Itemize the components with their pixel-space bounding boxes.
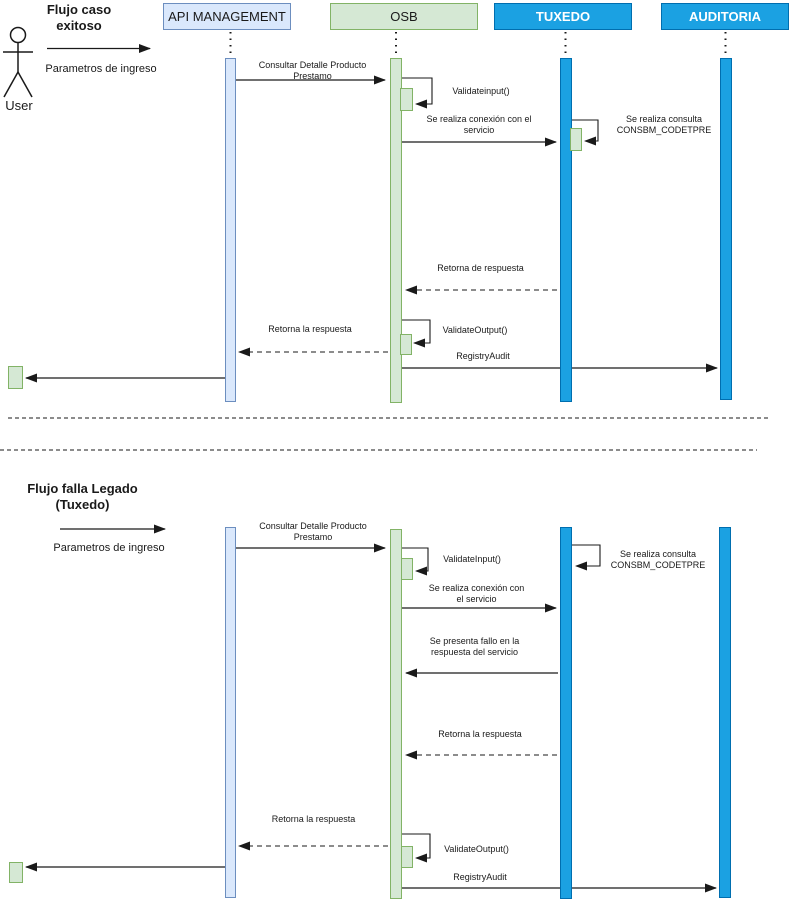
flow1-user-return-activation <box>8 366 23 389</box>
flow1-consultar-label: Consultar Detalle Producto Prestamo <box>258 60 367 82</box>
flow2-validateinput-label: ValidateInput() <box>443 554 501 564</box>
lifeline-dotted-stubs <box>229 32 727 57</box>
flow1-retorna-osb-label: Retorna de respuesta <box>437 263 524 273</box>
participant-osb: OSB <box>330 3 478 30</box>
flow1-registryaudit-label: RegistryAudit <box>456 351 510 361</box>
flow1-tuxedo-consulta-activation <box>570 128 582 151</box>
flow2-api-activation-bar <box>225 527 236 898</box>
flow1-validateoutput-label: ValidateOutput() <box>442 325 508 335</box>
user-actor-label: User <box>5 98 33 113</box>
flow2-validateoutput-label: ValidateOutput() <box>444 844 509 854</box>
flow2-auditoria-activation-bar <box>719 527 731 898</box>
flow2-title: Flujo falla Legado (Tuxedo) <box>27 481 138 513</box>
flow1-auditoria-activation-bar <box>720 58 732 400</box>
flow2-entry-label: Parametros de ingreso <box>53 542 165 554</box>
section-divider-lines <box>0 417 770 451</box>
flow2-retorna-osb-label: Retorna la respuesta <box>438 729 522 739</box>
flow2-registryaudit-label: RegistryAudit <box>453 872 507 882</box>
flow1-osb-activation-bar <box>390 58 402 403</box>
flow1-conexion-label: Se realiza conexión con el servicio <box>426 114 532 136</box>
flow1-osb-validateoutput-activation <box>400 334 412 355</box>
flow2-consultar-label: Consultar Detalle Producto Prestamo <box>259 521 367 543</box>
flow2-retorna-api-label: Retorna la respuesta <box>271 814 356 824</box>
flow2-osb-validateinput-activation <box>401 558 413 580</box>
flow2-tuxedo-activation-bar <box>560 527 572 899</box>
participant-tuxedo: TUXEDO <box>494 3 632 30</box>
flow1-tuxedo-activation-bar <box>560 58 572 402</box>
flow2-conexion-label: Se realiza conexión con el servicio <box>428 583 525 605</box>
flow2-consulta-selfloop <box>572 544 601 571</box>
flow1-osb-validateinput-activation <box>400 88 413 111</box>
flow2-osb-activation-bar <box>390 529 402 899</box>
participant-api-management: API MANAGEMENT <box>163 3 291 30</box>
flow1-consulta-label: Se realiza consulta CONSBM_CODETPRE <box>616 114 712 136</box>
flow1-retorna-api-label: Retorna la respuesta <box>268 324 352 334</box>
flow1-title: Flujo caso exitoso <box>46 2 112 34</box>
flow2-consulta-label: Se realiza consulta CONSBM_CODETPRE <box>610 549 706 571</box>
flow1-validateinput-label: Validateinput() <box>452 86 510 96</box>
flow2-user-return-activation <box>9 862 23 883</box>
user-actor-icon <box>3 26 33 98</box>
flow1-api-activation-bar <box>225 58 236 402</box>
participant-auditoria: AUDITORIA <box>661 3 789 30</box>
flow1-entry-label: Parametros de ingreso <box>45 63 157 75</box>
flow2-osb-validateoutput-activation <box>401 846 413 868</box>
flow2-fallo-label: Se presenta fallo en la respuesta del se… <box>429 636 520 658</box>
